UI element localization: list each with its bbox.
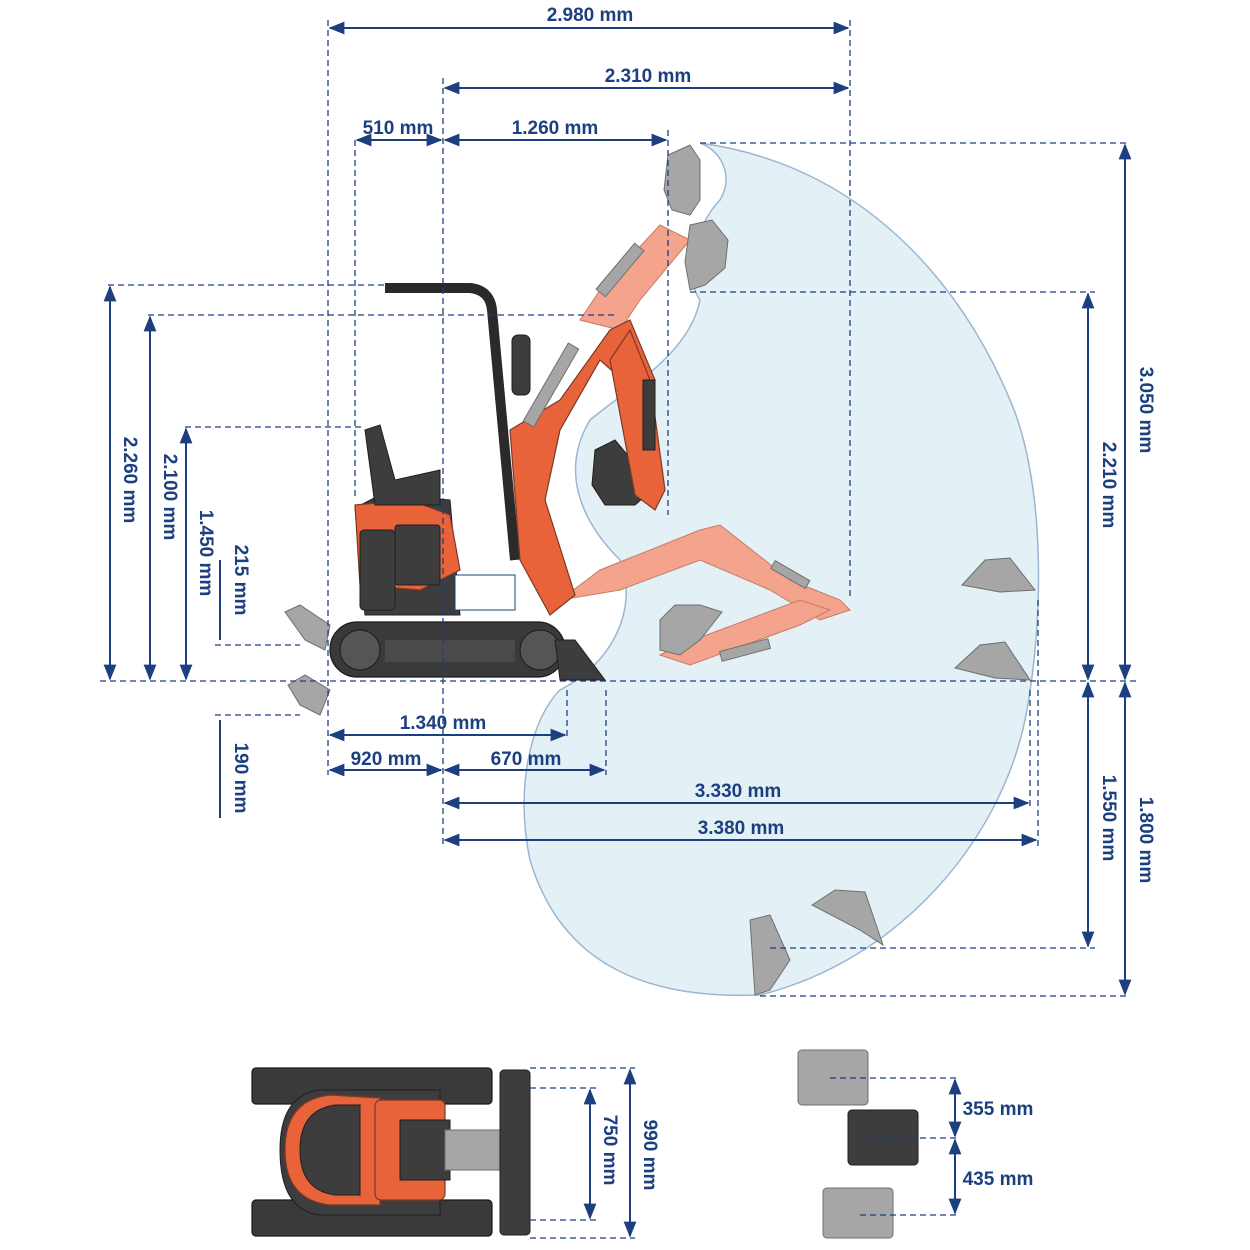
label-reach-ground: 1.340 mm [400, 713, 487, 734]
label-track-outer: 990 mm [639, 1120, 660, 1191]
label-dig-depth-vertical: 1.550 mm [1098, 775, 1119, 862]
bucket-right [953, 557, 1036, 681]
label-dig-height: 3.050 mm [1135, 367, 1156, 454]
bucket-top [663, 144, 729, 291]
label-blade-depth: 190 mm [230, 743, 251, 814]
label-rear-swing: 920 mm [351, 749, 422, 770]
dimension-lines [100, 20, 1140, 1239]
label-front-swing: 670 mm [491, 749, 562, 770]
label-bucket-small: 355 mm [963, 1099, 1034, 1120]
ghost-boom-up [579, 224, 691, 331]
ghost-boom-low [559, 524, 851, 666]
label-height-cab: 2.260 mm [119, 437, 140, 524]
label-height-seat: 1.450 mm [195, 510, 216, 597]
label-top-total-length: 2.980 mm [547, 5, 634, 26]
excavator-side-view [284, 283, 666, 716]
label-top-front-length: 2.310 mm [605, 66, 692, 87]
label-height-boom: 2.100 mm [159, 454, 180, 541]
label-bucket-large: 435 mm [963, 1169, 1034, 1190]
label-dig-depth-max: 1.800 mm [1135, 797, 1156, 884]
label-reach-dig: 3.330 mm [695, 781, 782, 802]
label-blade-lift: 215 mm [230, 545, 251, 616]
label-dump-height: 2.210 mm [1098, 442, 1119, 529]
label-reach-max: 3.380 mm [698, 818, 785, 839]
label-top-rear: 510 mm [363, 118, 434, 139]
dimension-labels: 2.980 mm 2.310 mm 510 mm 1.260 mm 2.260 … [119, 5, 1156, 1190]
label-track-inner: 750 mm [599, 1115, 620, 1186]
excavator-top-view [251, 1067, 531, 1237]
label-top-boom: 1.260 mm [512, 118, 599, 139]
bucket-bottom [749, 889, 884, 996]
